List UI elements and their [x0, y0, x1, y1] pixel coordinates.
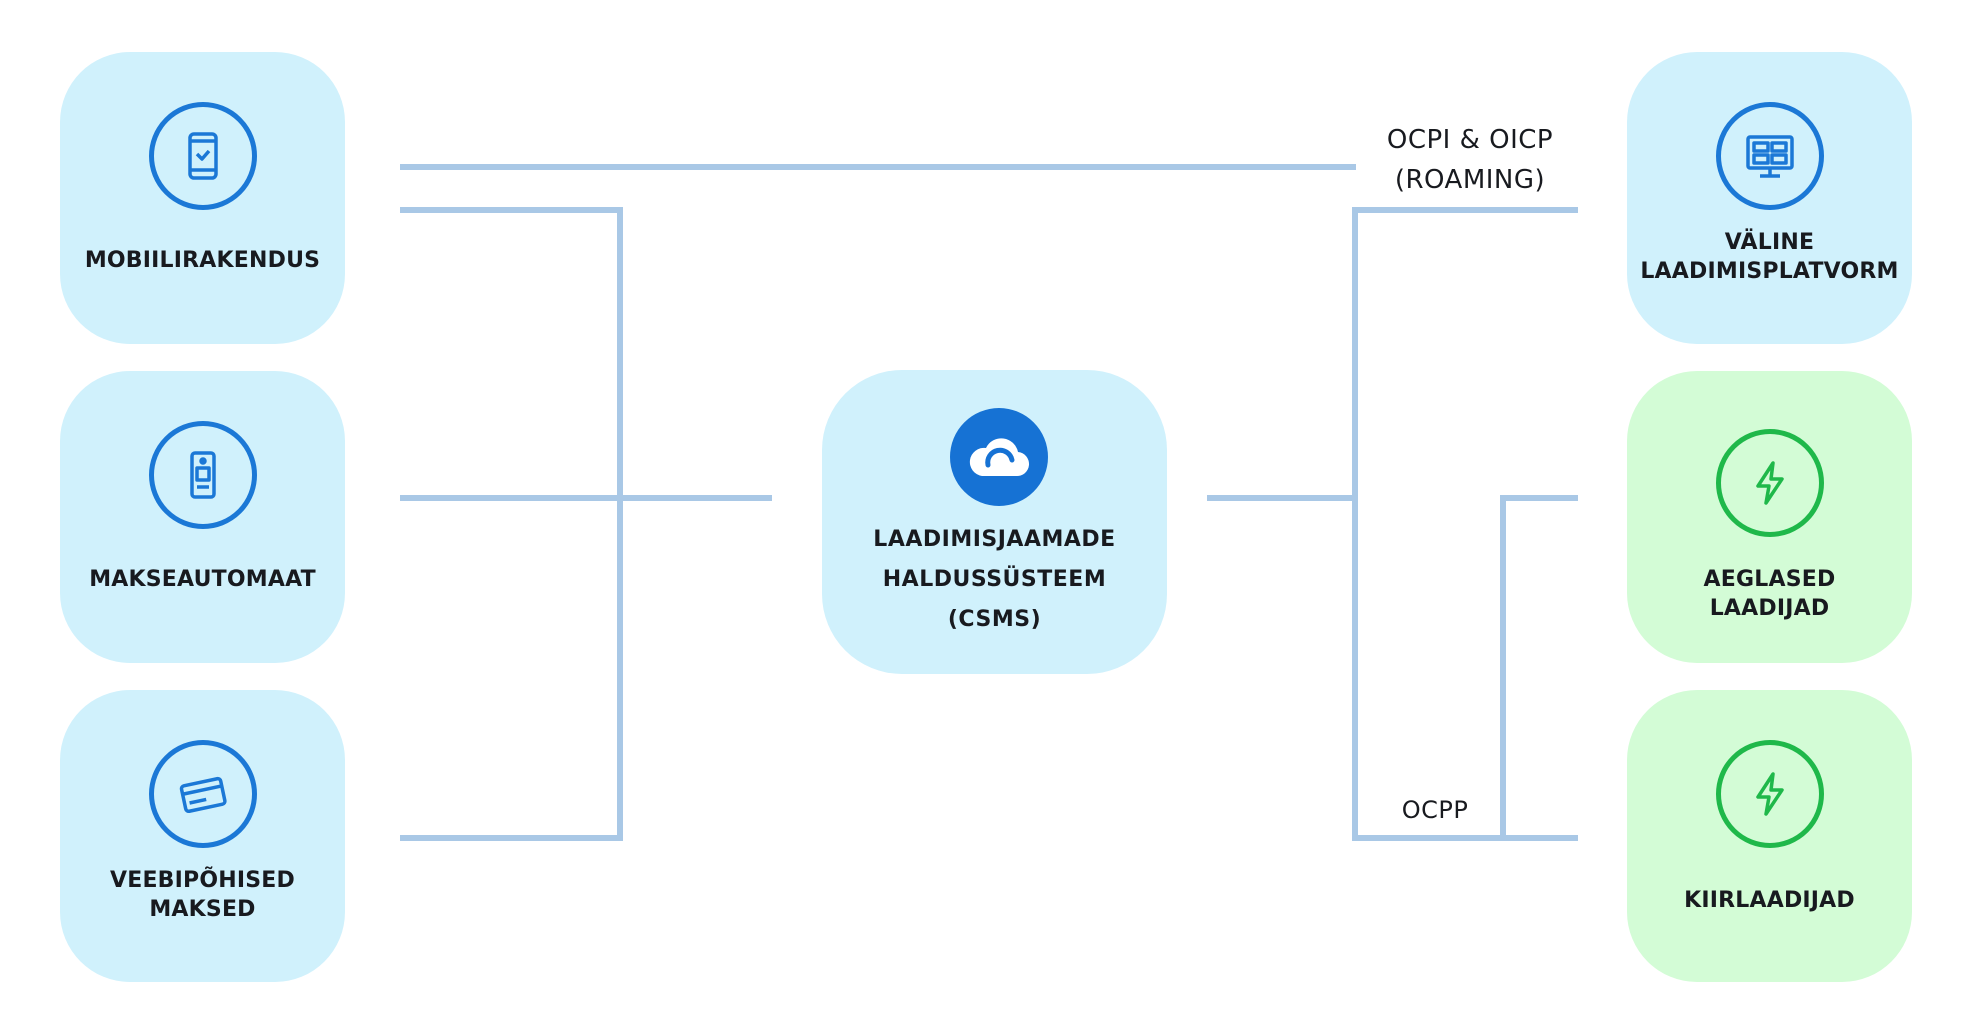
node-label: KIIRLAADIJAD — [1684, 888, 1855, 913]
node-external-platform: VÄLINE LAADIMISPLATVORM — [1627, 52, 1912, 344]
lightning-bolt-icon — [1715, 740, 1824, 848]
node-label: VEEBIPÕHISED MAKSED — [110, 868, 295, 922]
ocpp-branch-connector — [1500, 495, 1578, 838]
node-payment-terminal: MAKSEAUTOMAAT — [60, 371, 345, 663]
node-label: LAADIMISJAAMADE HALDUSSÜSTEEM (CSMS) — [873, 527, 1116, 632]
roaming-protocol-label: OCPI & OICP (ROAMING) — [1386, 125, 1554, 195]
node-label: AEGLASED LAADIJAD — [1703, 567, 1836, 621]
cloud-icon — [950, 408, 1048, 506]
node-label: MAKSEAUTOMAAT — [89, 567, 316, 592]
payment-terminal-icon — [148, 421, 257, 529]
node-web-payments: VEEBIPÕHISED MAKSED — [60, 690, 345, 982]
lightning-bolt-icon — [1715, 429, 1824, 537]
left-bus-connector — [400, 207, 623, 841]
ocpp-protocol-label: OCPP — [1401, 796, 1469, 824]
node-mobile-app: MOBIILIRAKENDUS — [60, 52, 345, 344]
dashboard-monitor-icon — [1715, 102, 1824, 210]
mobile-app-icon — [148, 102, 257, 210]
node-label: VÄLINE LAADIMISPLATVORM — [1640, 230, 1899, 284]
node-slow-chargers: AEGLASED LAADIJAD — [1627, 371, 1912, 663]
right-bus-connector — [1352, 207, 1578, 841]
node-fast-chargers: KIIRLAADIJAD — [1627, 690, 1912, 982]
node-csms: LAADIMISJAAMADE HALDUSSÜSTEEM (CSMS) — [822, 370, 1167, 674]
node-label: MOBIILIRAKENDUS — [84, 248, 321, 273]
credit-card-icon — [148, 740, 257, 848]
